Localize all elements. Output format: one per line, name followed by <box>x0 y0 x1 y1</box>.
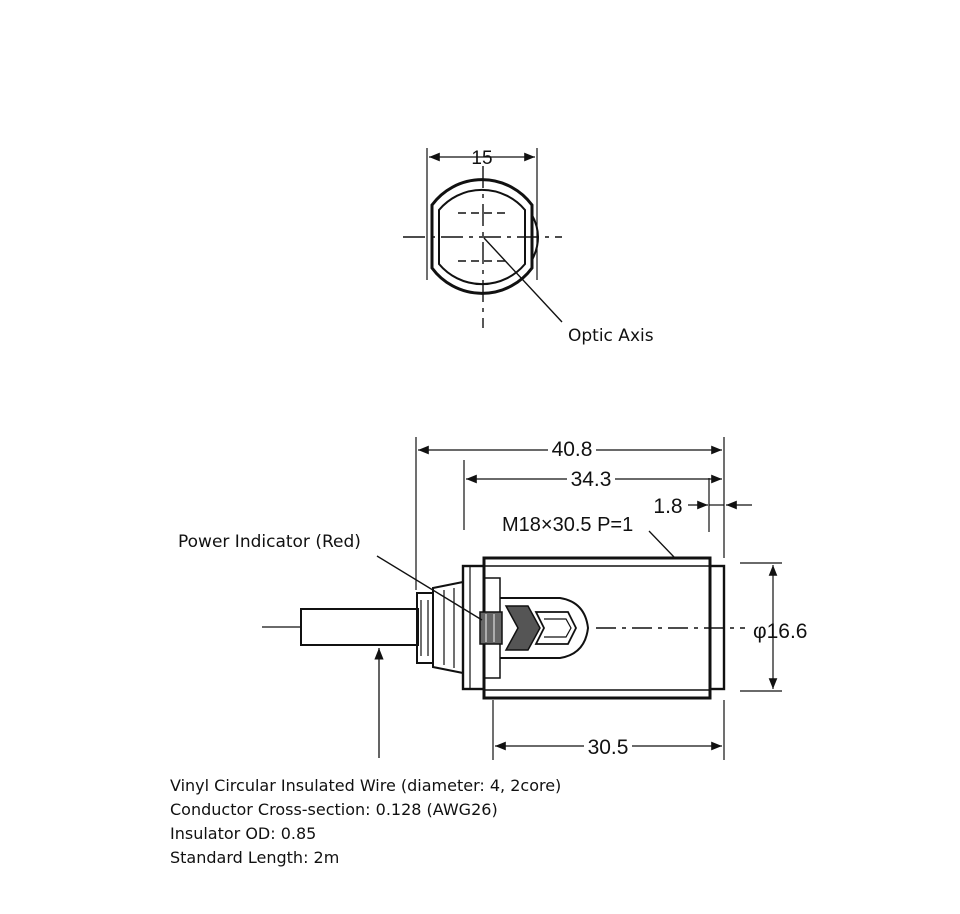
overall-length-dim-text: 40.8 <box>552 438 593 461</box>
thread-length-dim-text: 34.3 <box>571 468 612 491</box>
diameter-dim-text: φ16.6 <box>753 620 808 643</box>
spec-line-conductor: Conductor Cross-section: 0.128 (AWG26) <box>170 800 498 819</box>
nut-offset-dim-text: 1.8 <box>653 495 682 518</box>
front-width-dim-text: 15 <box>471 148 492 169</box>
spec-line-length: Standard Length: 2m <box>170 848 340 867</box>
power-indicator-leader <box>376 555 483 621</box>
wire-specs: Vinyl Circular Insulated Wire (diameter:… <box>170 774 561 870</box>
thread-spec-leader <box>648 530 675 558</box>
cable <box>300 608 419 646</box>
spec-line-insulator: Insulator OD: 0.85 <box>170 824 317 843</box>
power-indicator <box>479 611 503 645</box>
side-view <box>262 437 782 760</box>
optic-axis-label: Optic Axis <box>568 326 654 346</box>
spec-line-wire: Vinyl Circular Insulated Wire (diameter:… <box>170 776 562 795</box>
front-view <box>403 148 563 328</box>
body-length-dim-text: 30.5 <box>588 736 629 759</box>
indicator-chevron <box>504 605 541 651</box>
front-body-outline <box>430 178 534 295</box>
thread-spec-text: M18×30.5 P=1 <box>502 514 633 536</box>
power-indicator-label: Power Indicator (Red) <box>178 532 361 552</box>
optic-axis-leader <box>483 237 563 323</box>
